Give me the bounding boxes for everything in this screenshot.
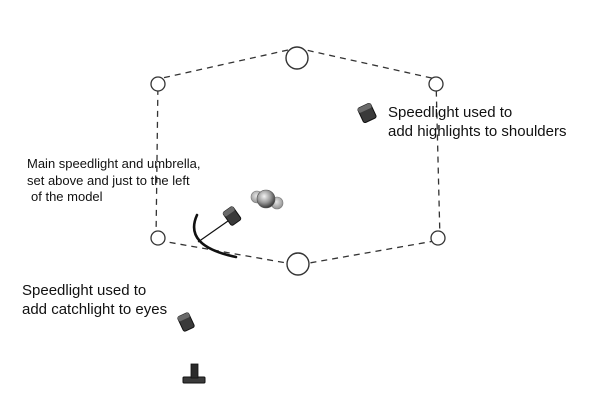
corner-circles bbox=[150, 46, 446, 276]
catchlight-caption: Speedlight used to add catchlight to eye… bbox=[22, 281, 167, 319]
main-light-caption-line-2: set above and just to the left bbox=[27, 172, 190, 188]
speedlight-catchlight-icon bbox=[177, 312, 195, 332]
main-speedlight-icon bbox=[222, 206, 242, 226]
catchlight-caption-line-2: add catchlight to eyes bbox=[22, 301, 168, 319]
corner-circle-bottom-left bbox=[150, 230, 166, 246]
corner-circle-bottom-right bbox=[430, 230, 446, 246]
corner-circle-bottom bbox=[286, 252, 310, 276]
camera-icon bbox=[182, 363, 206, 384]
catchlight-caption-line-1: Speedlight used to bbox=[22, 282, 147, 299]
model-icon bbox=[250, 189, 284, 210]
umbrella-shaft bbox=[197, 220, 229, 243]
main-light-caption-line-1: Main speedlight and umbrella, bbox=[27, 156, 201, 171]
main-light-caption: Main speedlight and umbrella, set above … bbox=[27, 156, 200, 206]
corner-circle-top bbox=[285, 46, 309, 70]
model-head bbox=[256, 189, 276, 209]
shoulder-light-caption-line-2: add highlights to shoulders bbox=[388, 123, 567, 141]
speedlight-shoulders-icon bbox=[357, 102, 377, 124]
shoulder-light-caption-line-1: Speedlight used to bbox=[388, 104, 513, 121]
shoulder-light-caption: Speedlight used to add highlights to sho… bbox=[388, 103, 566, 141]
corner-circle-top-left bbox=[150, 76, 166, 92]
main-light-caption-line-3: of the model bbox=[31, 189, 103, 205]
corner-circle-top-right bbox=[428, 76, 444, 92]
